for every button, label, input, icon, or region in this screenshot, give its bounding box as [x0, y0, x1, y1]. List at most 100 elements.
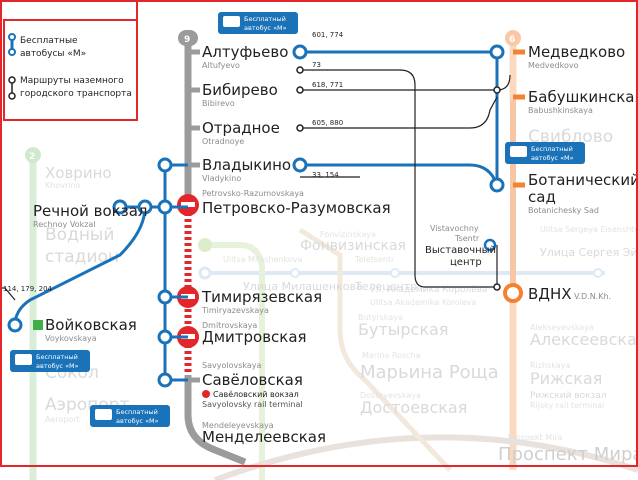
- closed-icon: [177, 194, 199, 216]
- bus-stop-botanichesky: [489, 177, 505, 193]
- legend-surface-line2: городского транспорта: [20, 89, 132, 99]
- legend-free-bus-line2: автобусы «М»: [20, 49, 86, 59]
- bus-badge-voykovskaya: Бесплатный автобус «М»: [10, 350, 90, 372]
- station-milashenkova-en: Ulitsa Milashenkova: [223, 255, 303, 264]
- station-vdnh-en: V.D.N.Kh.: [574, 292, 611, 301]
- bus-badge-line1: Бесплатный: [36, 353, 78, 361]
- station-bibirevo-en: Bibirevo: [202, 99, 235, 108]
- station-otradnoe-en: Otradnoye: [202, 137, 244, 146]
- bus-stop-vladykino-west: [157, 157, 173, 173]
- station-medvedkovo: Медведково: [528, 43, 625, 61]
- station-vodny-line1: Водный: [45, 225, 114, 245]
- station-vodny-line2: стадион: [45, 247, 119, 267]
- station-vladykino: Владыкино: [202, 156, 291, 174]
- bus-stop-voykovskaya: [7, 317, 23, 333]
- legend-bus-icon: [8, 33, 16, 41]
- station-savelovsky-rail: Савёловский вокзал: [213, 390, 299, 399]
- station-korolyova: Ул. Академика Королёва: [370, 285, 488, 295]
- station-rizhskaya: Рижская: [530, 369, 602, 388]
- bus-stop-medvedkovo: [489, 44, 505, 60]
- station-botanichesky-en: Botanichesky Sad: [528, 206, 599, 215]
- station-eizenshteyna-en: Ulitsa Sergeya Eisenshteina: [540, 225, 638, 234]
- station-eizenshteyna: Улица Сергея Эйзенштейна: [540, 246, 638, 259]
- legend-surface-icon: [8, 76, 16, 84]
- station-milashenkova: Улица Милашенкова: [243, 280, 363, 293]
- bus-stop-savelovskaya: [157, 372, 173, 388]
- bus-badge-line1: Бесплатный: [244, 15, 286, 23]
- bus-badge-savelovskaya: Бесплатный автобус «М»: [90, 405, 170, 427]
- station-vdnh: ВДНХ: [528, 285, 572, 303]
- bus-badge-line1: Бесплатный: [531, 145, 573, 153]
- line-6-number: 6: [509, 35, 515, 45]
- station-fonvizinskaya: Фонвизинская: [300, 238, 406, 254]
- route-label-73: 73: [312, 61, 321, 69]
- vdnh-station-marker: [503, 283, 523, 303]
- map-frame: [0, 0, 638, 467]
- station-labels: Алтуфьево Altufyevo Бибирево Bibirevo От…: [33, 43, 638, 446]
- surface-stops: [296, 66, 501, 291]
- station-bibirevo: Бибирево: [202, 81, 278, 99]
- bus-stop-timiryazevskaya: [157, 289, 173, 305]
- station-voykovskaya-en: Voykovskaya: [45, 334, 97, 343]
- route-label-voykovskaya: 114, 179, 204: [3, 285, 53, 293]
- station-botanichesky-line1: Ботанический: [528, 171, 638, 189]
- legend: Бесплатные автобусы «М» Маршруты наземно…: [3, 19, 138, 121]
- vystavochny-stop: [483, 238, 497, 252]
- rail-icon: [202, 390, 210, 398]
- route-label-vladykino: 33, 154: [312, 171, 339, 179]
- station-prospekt-mira-en: Prospekt Mira: [508, 433, 563, 442]
- bus-badge-line2: автобус «М»: [531, 154, 574, 162]
- station-botanichesky-line2: сад: [528, 188, 556, 206]
- station-dostoevskaya: Достоевская: [360, 398, 467, 417]
- station-dostoevskaya-en: Dostoyevskaya: [360, 391, 421, 400]
- line-9-number: 9: [184, 35, 190, 45]
- station-khovrino: Ховрино: [45, 164, 112, 182]
- station-prospekt-mira: Проспект Мира: [498, 444, 638, 465]
- green-line-2: [33, 320, 43, 330]
- route-label-otradnoe: 605, 880: [312, 119, 343, 127]
- station-savelovskaya-en: Savyolovskaya: [202, 361, 261, 370]
- station-butyrskaya-en: Butyrskaya: [358, 313, 403, 322]
- surface-stop: [493, 283, 501, 291]
- surface-stop: [493, 86, 501, 94]
- surface-stop: [296, 66, 304, 74]
- legend-surface-line1: Маршруты наземного: [20, 76, 124, 86]
- station-aeroport-en: Aeroport: [45, 415, 80, 424]
- line-2-number: 2: [29, 152, 35, 162]
- bus-badge-line2: автобус «М»: [116, 417, 159, 425]
- bus-badge-line2: автобус «М»: [36, 362, 79, 370]
- station-rechnoy: Речной вокзал: [33, 202, 147, 220]
- bus-stop-altufyevo: [292, 44, 308, 60]
- route-label-altufyevo-medvedkovo: 601, 774: [312, 31, 344, 39]
- station-medvedkovo-en: Medvedkovo: [528, 61, 579, 70]
- legend-free-bus-line1: Бесплатные: [20, 36, 78, 46]
- line-10-badge: [198, 238, 212, 252]
- station-maryina: Марьина Роща: [360, 362, 499, 383]
- station-telecentr: Телецентр: [354, 280, 417, 293]
- bus-icon: [15, 354, 32, 365]
- station-babushkinskaya: Бабушкинская: [528, 88, 638, 106]
- station-timiryazevskaya-en: Timiryazevskaya: [201, 306, 269, 315]
- station-savelovsky-rail-en: Savyolovsky rail terminal: [202, 400, 303, 409]
- station-dmitrovskaya-en: Dmitrovskaya: [202, 321, 257, 330]
- station-babushkinskaya-en: Babushkinskaya: [528, 106, 593, 115]
- station-fonvizinskaya-en: Fonvizinskaya: [320, 230, 376, 239]
- station-khovrino-en: Khovrino: [45, 181, 81, 190]
- station-rizhskaya-en: Rizhskaya: [530, 361, 570, 370]
- station-mendeleevskaya-en: Mendeleyevskaya: [202, 421, 274, 430]
- station-altufyevo: Алтуфьево: [202, 43, 288, 61]
- bus-stop-dmitrovskaya: [157, 329, 173, 345]
- station-telecentr-en: Teletsentr: [354, 255, 395, 264]
- station-altufyevo-en: Altufyevo: [202, 61, 240, 70]
- route-labels: 601, 774 73 618, 771 605, 880 33, 154 11…: [3, 31, 344, 293]
- station-petrovsko-en: Petrovsko-Razumovskaya: [202, 189, 304, 198]
- orange-line-6: [503, 49, 525, 303]
- line-9-badge: [178, 30, 198, 46]
- station-timiryazevskaya: Тимирязевская: [201, 288, 322, 306]
- station-vladykino-en: Vladykino: [202, 174, 241, 183]
- line-2-badge: [25, 147, 41, 163]
- route-label-bibirevo: 618, 771: [312, 81, 343, 89]
- bus-stop-vladykino: [292, 157, 308, 173]
- bus-icon: [510, 146, 527, 157]
